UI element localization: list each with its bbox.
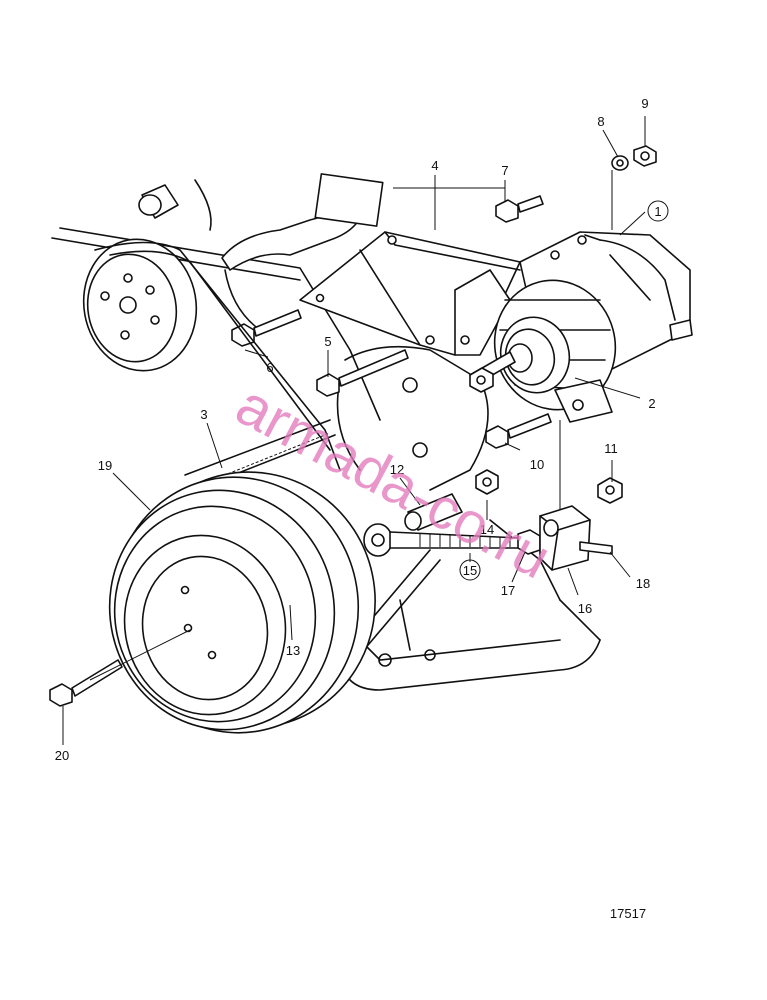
callout-circle-15: [459, 559, 481, 581]
callout-16: 16: [578, 601, 592, 616]
callout-1: 1: [654, 204, 661, 219]
crankshaft-pulley: [108, 471, 376, 734]
nut-14: [475, 469, 499, 495]
callout-13: 13: [286, 643, 300, 658]
callout-19: 19: [98, 458, 112, 473]
crank-boss: [138, 184, 179, 219]
alternator-bracket: [299, 231, 521, 356]
alternator: [469, 231, 693, 423]
leader-lines: [62, 116, 646, 745]
callout-2: 2: [648, 396, 655, 411]
callout-20: 20: [55, 748, 69, 763]
tension-rod: [363, 523, 541, 557]
adjuster-block: [539, 505, 613, 571]
callout-3: 3: [200, 407, 207, 422]
coolant-hose: [221, 173, 384, 331]
callout-15: 15: [463, 563, 477, 578]
drawing-number: 17517: [610, 906, 646, 921]
callout-5: 5: [324, 334, 331, 349]
nut-pivot: [469, 367, 494, 393]
bolt-20: [49, 659, 123, 707]
callout-7: 7: [501, 163, 508, 178]
water-pump-pulley: [82, 238, 198, 372]
bolt-10: [485, 413, 552, 449]
callout-8: 8: [597, 114, 604, 129]
callout-circle-1: [647, 200, 669, 222]
callout-9: 9: [641, 96, 648, 111]
callout-10: 10: [530, 457, 544, 472]
callout-14: 14: [480, 522, 494, 537]
callout-11: 11: [604, 441, 618, 456]
nut-11: [597, 477, 623, 504]
callout-18: 18: [636, 576, 650, 591]
callout-6: 6: [266, 360, 273, 375]
spacer-12: [404, 493, 463, 531]
callout-4: 4: [431, 158, 438, 173]
bolt-5: [316, 349, 409, 397]
washer-8: [611, 155, 629, 171]
callout-17: 17: [501, 583, 515, 598]
nut-9: [633, 145, 657, 167]
bolt-7: [495, 195, 544, 223]
callout-12: 12: [390, 462, 404, 477]
